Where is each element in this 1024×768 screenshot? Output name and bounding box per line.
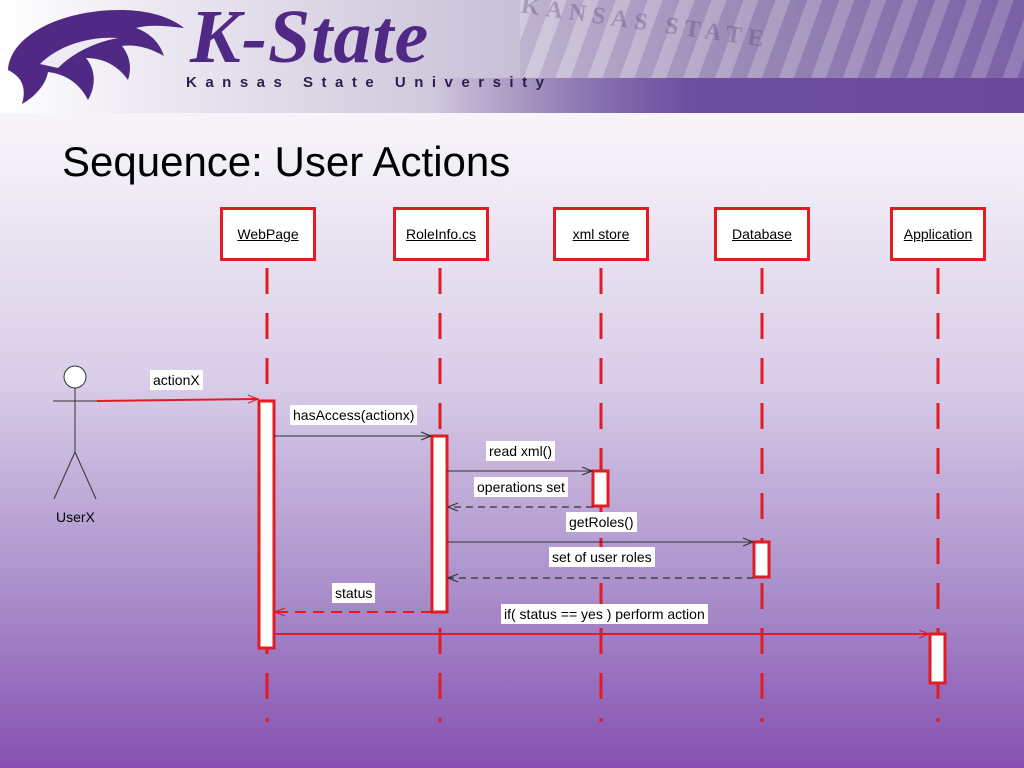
page-title: Sequence: User Actions [62, 138, 511, 185]
activation-xml-store [591, 469, 610, 508]
object-database: Database [714, 207, 810, 261]
message-label-user-roles: set of user roles [549, 547, 655, 567]
brand-subtitle: Kansas State University [186, 74, 553, 91]
actor-userx-icon [53, 365, 97, 500]
message-label-actionx: actionX [150, 370, 203, 390]
message-label-hasaccess: hasAccess(actionx) [290, 405, 418, 425]
object-application: Application [890, 207, 986, 261]
message-label-perform-action: if( status == yes ) perform action [501, 604, 708, 624]
banner-photo-backdrop [520, 0, 1024, 78]
activation-database [752, 540, 771, 579]
message-label-read-xml: read xml() [486, 441, 556, 461]
message-actionx-arrow [96, 399, 258, 401]
object-xml-store: xml store [553, 207, 649, 261]
kstate-banner: KANSAS STATE K-State Kansas State Univer… [0, 0, 1024, 113]
activation-application [928, 632, 947, 685]
object-webpage: WebPage [220, 207, 316, 261]
message-label-operations-set: operations set [474, 477, 568, 497]
message-label-getroles: getRoles() [566, 512, 637, 532]
message-label-status: status [332, 583, 376, 603]
brand-title: K-State [190, 0, 430, 79]
object-roleinfo: RoleInfo.cs [393, 207, 489, 261]
activation-webpage [257, 399, 276, 650]
actor-label: UserX [56, 509, 95, 525]
wildcat-logo-icon [8, 10, 184, 104]
banner-band [430, 78, 1024, 113]
activation-roleinfo [430, 434, 449, 614]
